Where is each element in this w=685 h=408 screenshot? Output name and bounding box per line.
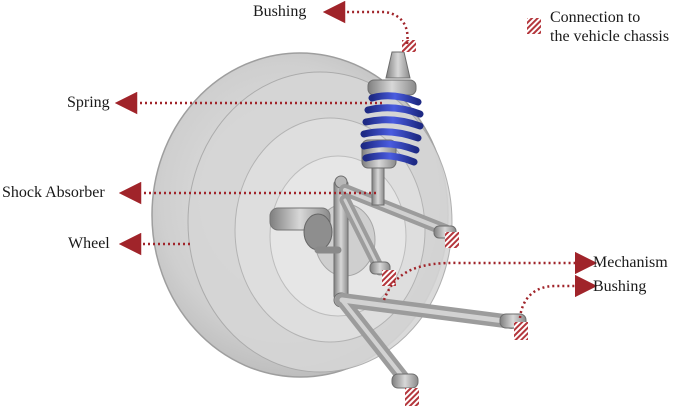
chassis-connection-upper-arm-front — [445, 232, 459, 248]
label-mechanism: Mechanism — [593, 254, 668, 271]
label-shock-absorber: Shock Absorber — [2, 184, 105, 201]
leader-bushing-right — [518, 274, 598, 319]
chassis-connection-lower-arm-front — [405, 388, 419, 406]
label-spring: Spring — [67, 94, 110, 111]
legend-hatch-swatch — [527, 18, 541, 34]
spring-graphic — [360, 92, 424, 166]
label-wheel: Wheel — [68, 235, 110, 252]
lower-control-arm — [335, 293, 527, 389]
chassis-connection-top — [402, 40, 416, 52]
leader-lines — [114, 0, 598, 319]
leader-mechanism — [382, 251, 598, 301]
chassis-connection-lower-arm-rear — [514, 322, 528, 340]
chassis-connection-upper-arm-rear — [382, 270, 396, 286]
leader-bushing-top — [322, 0, 409, 45]
label-bushing-right: Bushing — [593, 278, 647, 295]
legend-line-2: the vehicle chassis — [550, 28, 670, 45]
legend-line-1: Connection to — [550, 9, 641, 26]
chassis-connections — [382, 18, 541, 406]
legend: Connection to the vehicle chassis — [550, 8, 669, 46]
label-bushing-top: Bushing — [253, 3, 307, 20]
